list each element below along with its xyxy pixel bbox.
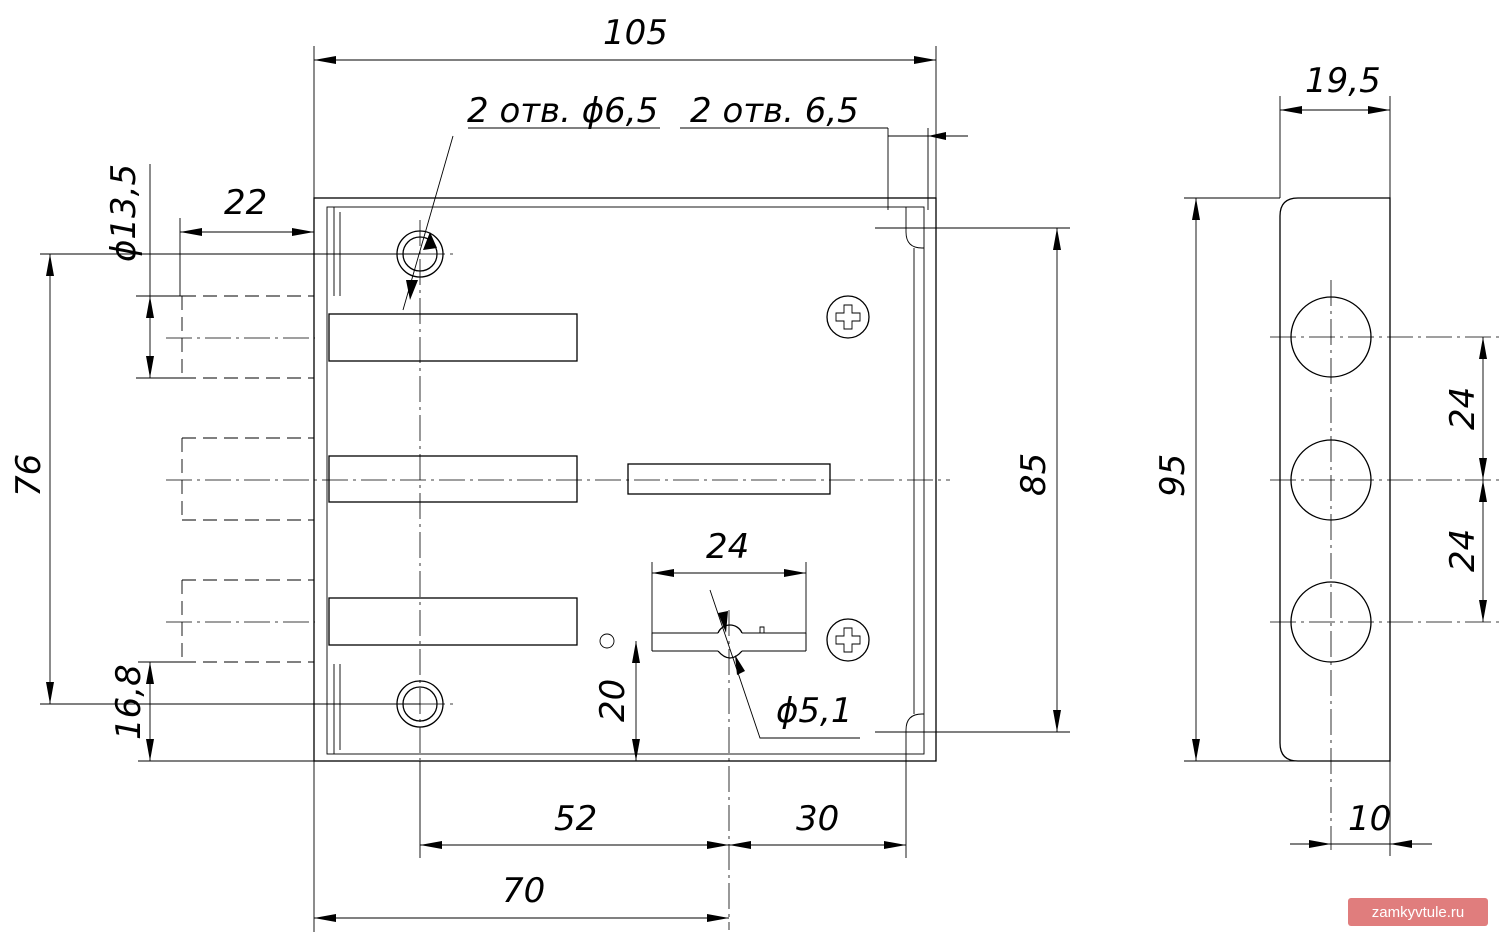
- bolt-projections: [181, 295, 314, 663]
- dim-holes-label: 2 отв. ϕ6,5: [467, 91, 658, 131]
- dim-pitch-upper: 24: [1443, 387, 1483, 430]
- dim-bolt-projection: 22: [224, 183, 267, 223]
- dim-side-height: 95: [1153, 454, 1193, 497]
- dim-key-height: 20: [593, 679, 633, 722]
- key-slot: [599, 624, 807, 659]
- dim-key-width: 24: [706, 527, 749, 567]
- dim-left-offset: 52: [554, 799, 597, 839]
- screw-upper: [826, 295, 870, 339]
- centre-lines: [166, 220, 950, 930]
- watermark-badge[interactable]: zamkyvtule.ru: [1348, 898, 1488, 926]
- dim-bolt-span: 76: [9, 454, 49, 497]
- dim-bolt-offset: 16,8: [109, 664, 149, 740]
- bolts: [328, 313, 831, 646]
- dim-key-from-edge: 70: [502, 871, 545, 911]
- dim-right-offset: 30: [796, 799, 839, 839]
- dim-mount-height: 85: [1014, 453, 1054, 496]
- dim-side-width: 19,5: [1305, 61, 1381, 101]
- lock-body: [313, 197, 937, 762]
- screw-lower: [826, 618, 870, 662]
- dim-key-hole: ϕ5,1: [776, 691, 853, 731]
- dim-slots-label: 2 отв. 6,5: [690, 91, 859, 131]
- dim-bolt-diameter: ϕ13,5: [104, 164, 144, 262]
- side-view: [1184, 96, 1500, 856]
- dim-pitch-lower: 24: [1443, 529, 1483, 572]
- dimension-lines: [40, 46, 1070, 932]
- dim-side-offset: 10: [1348, 799, 1391, 839]
- dim-overall-width: 105: [603, 13, 668, 53]
